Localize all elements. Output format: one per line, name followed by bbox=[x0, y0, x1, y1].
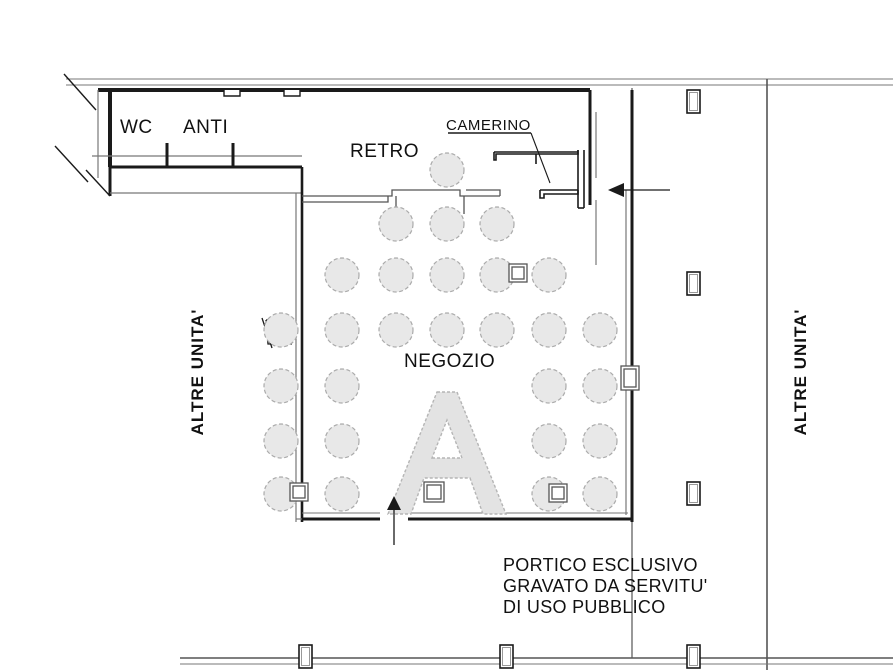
display-table bbox=[582, 423, 618, 459]
portico-column-inner bbox=[689, 92, 698, 111]
camerino-leader bbox=[448, 132, 551, 184]
label-camerino: CAMERINO bbox=[446, 117, 531, 134]
display-table bbox=[324, 312, 360, 348]
right-entry-arrow bbox=[608, 183, 670, 197]
label-anti: ANTI bbox=[183, 117, 228, 138]
break-marks-left bbox=[54, 73, 111, 197]
display-table bbox=[429, 206, 465, 242]
label-altre-unita-left: ALTRE UNITA' bbox=[188, 309, 207, 436]
portico-column-inner bbox=[301, 647, 310, 666]
portico-column-inner bbox=[502, 647, 511, 666]
small-fittings bbox=[289, 263, 640, 503]
display-table bbox=[531, 423, 567, 459]
display-table bbox=[531, 312, 567, 348]
shop-envelope bbox=[302, 90, 634, 522]
display-table bbox=[479, 206, 515, 242]
portico-note-line-2: GRAVATO DA SERVITU' bbox=[503, 576, 708, 596]
display-table bbox=[378, 312, 414, 348]
left-unit-boundary bbox=[295, 167, 304, 522]
portico-columns-layer bbox=[298, 89, 701, 669]
portico-note-line-3: DI USO PUBBLICO bbox=[503, 597, 666, 617]
unit-letter-A bbox=[386, 391, 508, 515]
portico-column-inner bbox=[689, 484, 698, 503]
display-table bbox=[479, 312, 515, 348]
display-table bbox=[429, 312, 465, 348]
label-altre-unita-right: ALTRE UNITA' bbox=[791, 309, 810, 436]
display-table bbox=[429, 257, 465, 293]
display-table bbox=[429, 152, 465, 188]
display-table bbox=[324, 368, 360, 404]
display-table bbox=[263, 368, 299, 404]
display-table bbox=[324, 476, 360, 512]
display-table bbox=[324, 423, 360, 459]
top-guide-lines bbox=[66, 78, 893, 86]
bottom-entry-arrow bbox=[387, 496, 401, 545]
display-table bbox=[378, 206, 414, 242]
portico-column-inner bbox=[689, 274, 698, 293]
display-table bbox=[378, 257, 414, 293]
portico-column bbox=[686, 481, 701, 506]
label-retro: RETRO bbox=[350, 141, 419, 162]
portico-column bbox=[686, 271, 701, 296]
display-table bbox=[531, 368, 567, 404]
portico-column-inner bbox=[689, 647, 698, 666]
portico-note-line-1: PORTICO ESCLUSIVO bbox=[503, 555, 698, 575]
wc-anti-block bbox=[92, 88, 590, 196]
display-table bbox=[263, 423, 299, 459]
display-table bbox=[582, 476, 618, 512]
portico-column bbox=[499, 644, 514, 669]
display-table bbox=[582, 368, 618, 404]
portico-column bbox=[686, 644, 701, 669]
display-table bbox=[263, 312, 299, 348]
portico-column bbox=[298, 644, 313, 669]
label-wc: WC bbox=[120, 117, 153, 138]
label-negozio: NEGOZIO bbox=[404, 351, 495, 372]
display-table bbox=[531, 257, 567, 293]
display-table bbox=[582, 312, 618, 348]
camerino-partitions bbox=[493, 150, 585, 209]
portico-column bbox=[686, 89, 701, 114]
display-table bbox=[324, 257, 360, 293]
